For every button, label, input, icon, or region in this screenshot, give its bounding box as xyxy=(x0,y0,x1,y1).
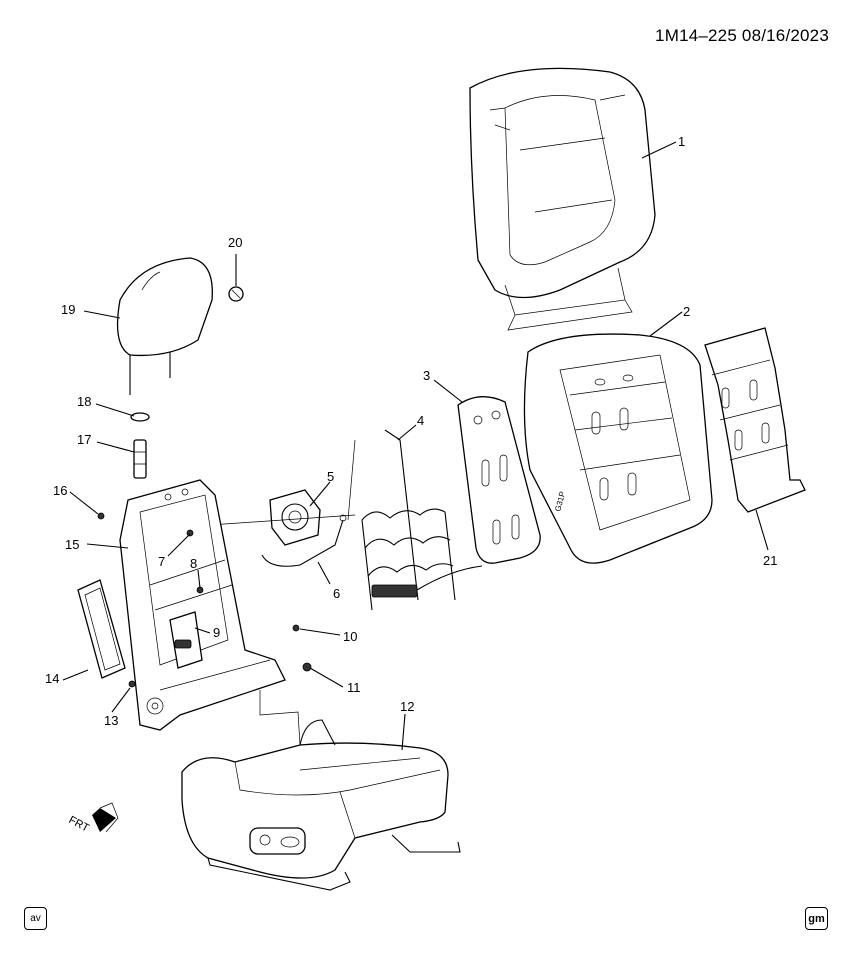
callout-12: 12 xyxy=(400,699,414,714)
fastener-11 xyxy=(302,662,312,672)
callout-15: 15 xyxy=(65,537,79,552)
fastener-16 xyxy=(97,512,105,520)
callout-20: 20 xyxy=(228,235,242,250)
grommet xyxy=(130,412,150,422)
seatback-insert xyxy=(704,327,806,513)
callout-17: 17 xyxy=(77,432,91,447)
callout-4: 4 xyxy=(417,413,424,428)
diagram-id: 1M14–225 08/16/2023 xyxy=(655,26,829,45)
callout-18: 18 xyxy=(77,394,91,409)
callout-21: 21 xyxy=(763,553,777,568)
callout-8: 8 xyxy=(190,556,197,571)
callout-14: 14 xyxy=(45,671,59,686)
connector-wire xyxy=(347,439,356,521)
callout-13: 13 xyxy=(104,713,118,728)
connector-line xyxy=(209,514,356,526)
fastener-13 xyxy=(128,680,136,688)
fastener-7 xyxy=(186,529,194,537)
lumbar-panel xyxy=(457,396,541,564)
callout-3: 3 xyxy=(423,368,430,383)
seatback-pad: G31P xyxy=(523,333,713,564)
callout-6: 6 xyxy=(333,586,340,601)
callout-7: 7 xyxy=(158,554,165,569)
callout-11: 11 xyxy=(347,680,361,695)
callout-16: 16 xyxy=(53,483,67,498)
leader-lines xyxy=(62,141,769,751)
side-trim xyxy=(77,579,126,679)
lumbar-motor xyxy=(269,489,321,546)
callout-10: 10 xyxy=(343,629,357,644)
av-badge: av xyxy=(24,907,47,930)
connection-bracket xyxy=(259,690,301,746)
callout-9: 9 xyxy=(213,625,220,640)
headrest-button xyxy=(228,286,244,302)
seat-cushion xyxy=(181,719,461,891)
recliner-motor xyxy=(169,611,203,669)
cable xyxy=(261,514,347,567)
fastener-10 xyxy=(292,624,300,632)
callout-2: 2 xyxy=(683,304,690,319)
callout-19: 19 xyxy=(61,302,75,317)
headrest xyxy=(116,257,213,395)
seatback-cover xyxy=(469,67,656,331)
seatback-frame xyxy=(119,479,286,731)
guide-sleeve xyxy=(133,439,147,479)
callout-numbers: 1 2 3 4 5 6 7 8 9 10 11 12 13 14 15 16 1… xyxy=(45,134,777,728)
callout-1: 1 xyxy=(678,134,685,149)
front-arrow-label: FRT xyxy=(67,814,92,835)
gm-logo-badge: gm xyxy=(805,907,828,930)
suspension-mat xyxy=(361,429,483,611)
callout-5: 5 xyxy=(327,469,334,484)
front-arrow: FRT xyxy=(67,802,119,835)
